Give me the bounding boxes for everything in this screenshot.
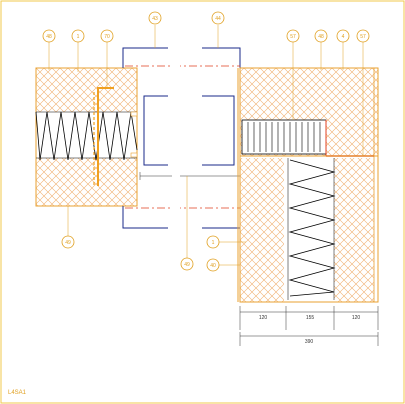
opening-frame-bottom-left: [122, 206, 168, 229]
callout-top-mid-2: 44: [211, 11, 225, 25]
svg-text:4: 4: [342, 34, 345, 40]
right-lower-wall-right-hatch: [334, 158, 374, 302]
opening-frame-top-left: [122, 47, 168, 68]
left-wall-upper-hatch: [36, 68, 137, 112]
leader-lines: [48, 25, 364, 266]
svg-text:48: 48: [318, 34, 324, 40]
dimension-chain: [239, 306, 379, 346]
opening-frame-bottom-right: [202, 206, 241, 229]
dim-seg1: 120: [259, 315, 268, 321]
callout-right-mid-2: 40: [206, 258, 220, 272]
callout-top-right-4: 57: [356, 29, 370, 43]
right-wall-section: [237, 67, 379, 303]
svg-text:43: 43: [152, 16, 158, 22]
callout-top-left-3: 70: [100, 29, 114, 43]
dim-seg3: 120: [352, 315, 361, 321]
svg-text:49: 49: [184, 262, 190, 268]
right-insulation-zigzag: [288, 159, 336, 297]
callout-top-right-2: 48: [314, 29, 328, 43]
callout-top-right-1: 57: [286, 29, 300, 43]
left-wall-section: [35, 67, 138, 207]
svg-text:70: 70: [104, 34, 110, 40]
opening-frame: [122, 40, 241, 232]
right-lower-wall-left-hatch: [240, 158, 284, 302]
left-steel-profile: [97, 87, 114, 186]
dim-total: 390: [305, 339, 314, 345]
callout-top-left-2: 1: [71, 29, 85, 43]
opening-frame-inner-right: [202, 95, 235, 166]
opening-frame-inner-left: [143, 95, 168, 166]
right-lintel-lines: [247, 122, 321, 152]
callout-top-right-3: 4: [336, 29, 350, 43]
callout-top-left-1: 48: [42, 29, 56, 43]
left-wall-outline: [35, 67, 138, 207]
left-insulation-zigzag: [35, 111, 138, 161]
opening-frame-top-right: [202, 47, 241, 68]
svg-text:1: 1: [77, 34, 80, 40]
callout-left-bottom: 49: [61, 235, 75, 249]
svg-text:57: 57: [290, 34, 296, 40]
svg-text:48: 48: [46, 34, 52, 40]
svg-text:57: 57: [360, 34, 366, 40]
left-wall-lower-hatch: [36, 158, 137, 206]
svg-text:49: 49: [65, 240, 71, 246]
left-wall-notch-2: [130, 152, 138, 158]
callout-right-mid-1: 1: [206, 235, 220, 249]
svg-text:44: 44: [215, 16, 221, 22]
drawing-code: L4SA1: [8, 390, 27, 396]
dim-seg2: 155: [306, 315, 315, 321]
svg-text:1: 1: [212, 240, 215, 246]
svg-text:40: 40: [210, 263, 216, 269]
left-wall-notch-1: [130, 111, 138, 117]
right-lower-wall-outline: [239, 155, 379, 303]
callout-top-mid-1: 43: [148, 11, 162, 25]
callout-mid-bottom: 49: [180, 257, 194, 271]
